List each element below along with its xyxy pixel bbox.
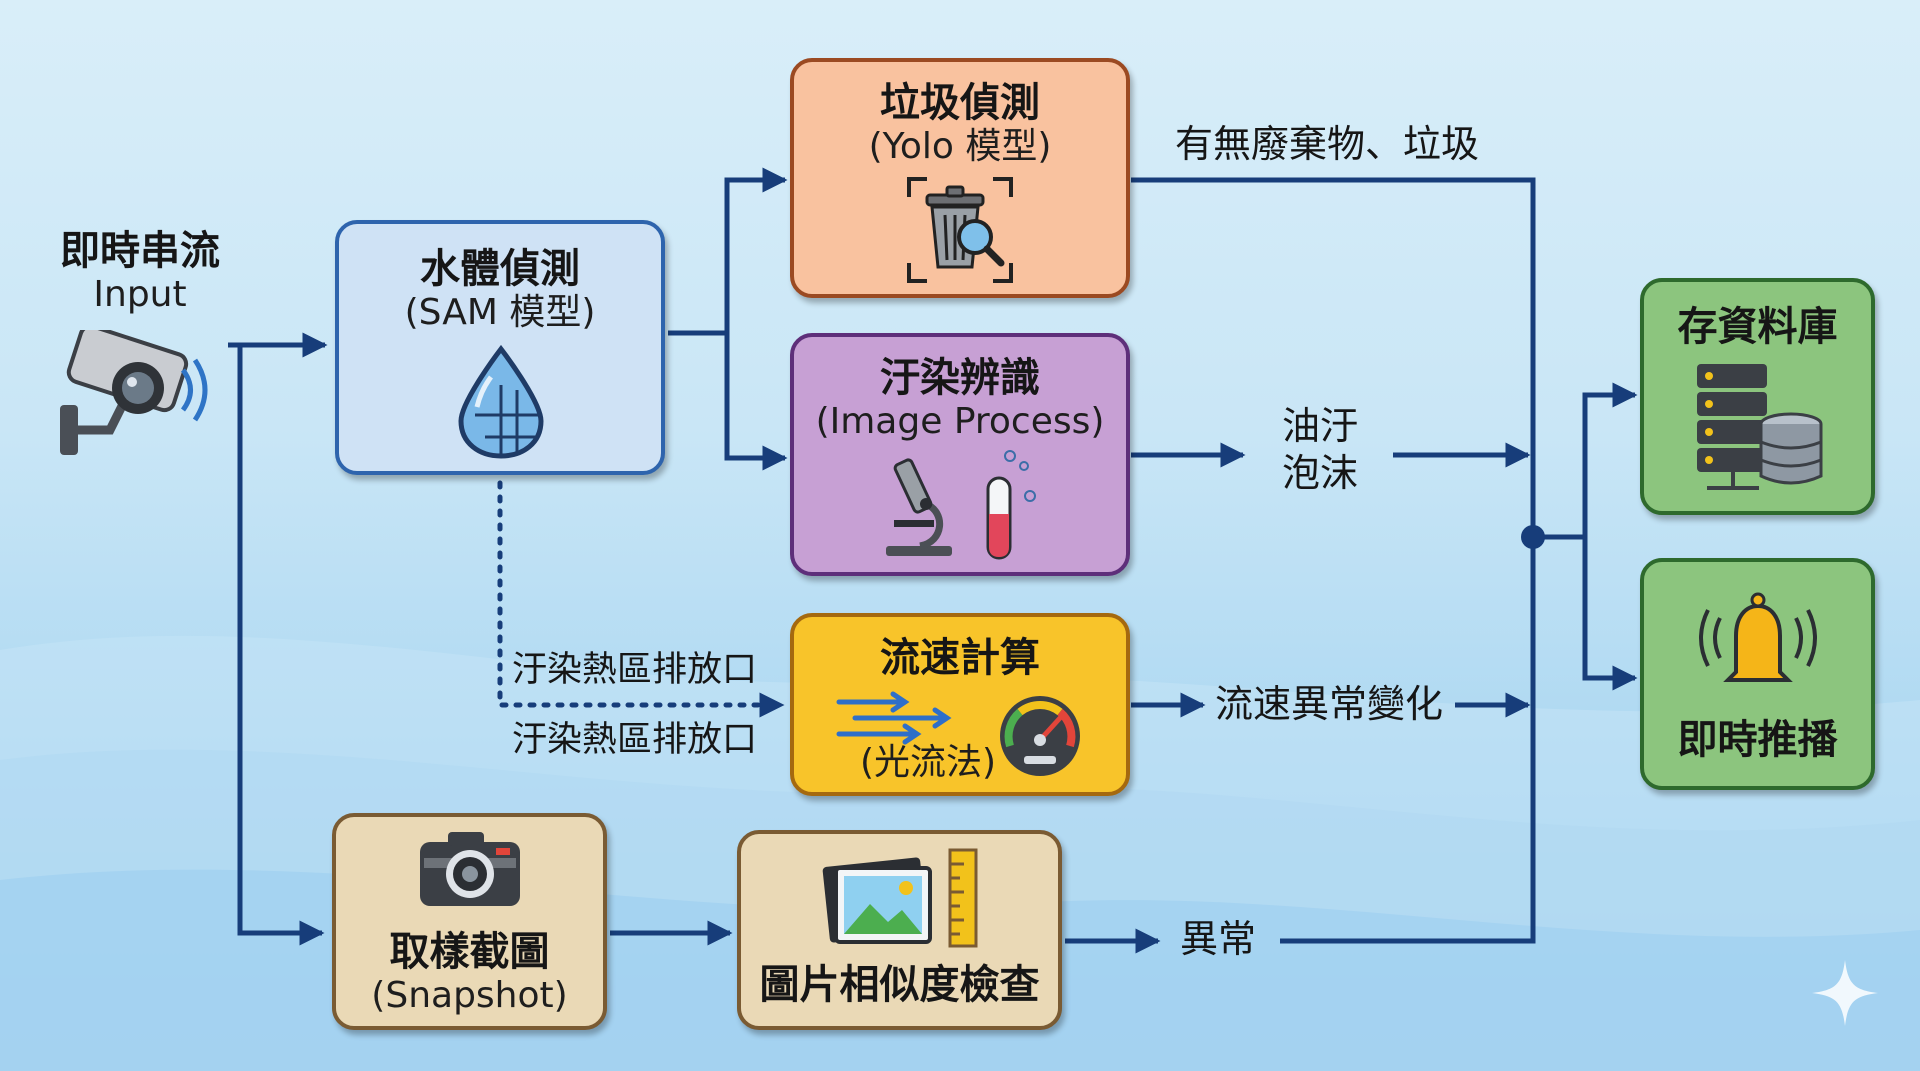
- microscope-icon: [886, 458, 952, 556]
- push-title: 即時推播: [1677, 717, 1838, 763]
- edge-bus-database: [1582, 382, 1638, 537]
- pollution-sub: (Image Process): [815, 401, 1105, 442]
- flow-title: 流速計算: [880, 635, 1040, 681]
- foam-label: 泡沫: [1282, 451, 1359, 495]
- database-server-icon: [1697, 364, 1823, 490]
- edge-garbage-out: [1131, 177, 1536, 537]
- snapshot-title: 取樣截圖: [389, 929, 550, 975]
- flow-arrows-icon: [836, 691, 952, 745]
- garbage-output-label: 有無廢棄物、垃圾: [1175, 122, 1480, 166]
- pollution-identification-node: 汙染辨識 (Image Process): [790, 333, 1130, 576]
- water-sub: (SAM 模型): [404, 292, 596, 333]
- input-title: 即時串流: [60, 228, 220, 274]
- edge-water-pollution: [724, 333, 788, 471]
- edge-input-snapshot: [237, 345, 325, 946]
- hotspot-label-top: 汙染熱區排放口: [512, 650, 758, 690]
- hotspot-label-bottom: 汙染熱區排放口: [512, 720, 758, 760]
- water-drop-icon: [458, 345, 544, 459]
- garbage-sub: (Yolo 模型): [868, 126, 1052, 167]
- flow-sub: (光流法): [859, 742, 997, 783]
- pollution-title: 汙染辨識: [880, 355, 1040, 401]
- snapshot-sub: (Snapshot): [371, 975, 568, 1016]
- abnormal-label: 異常: [1180, 917, 1257, 961]
- edge-abnormal-bus: [1280, 537, 1536, 944]
- trash-can-search-icon: [907, 177, 1013, 283]
- edge-water-flow-dotted: [497, 480, 785, 718]
- edge-water-garbage: [724, 167, 788, 333]
- junction-dot: [1521, 525, 1545, 549]
- similarity-title: 圖片相似度檢查: [759, 962, 1040, 1008]
- test-tube-icon: [986, 450, 1036, 560]
- photo-camera-icon: [420, 832, 520, 906]
- input-label: 即時串流 Input: [40, 228, 240, 315]
- garbage-detection-node: 垃圾偵測 (Yolo 模型): [790, 58, 1130, 298]
- oil-label: 油汙: [1282, 404, 1359, 448]
- sparkle-icon: [1812, 960, 1878, 1026]
- garbage-title: 垃圾偵測: [880, 80, 1040, 126]
- database-title: 存資料庫: [1677, 304, 1838, 350]
- edge-bus-push: [1582, 537, 1638, 691]
- input-sub: Input: [93, 274, 187, 315]
- notification-bell-icon: [1699, 592, 1817, 682]
- picture-ruler-icon: [822, 848, 978, 948]
- water-title: 水體偵測: [420, 246, 580, 292]
- speed-gauge-icon: [1000, 696, 1080, 776]
- cctv-camera-icon: [60, 330, 208, 455]
- flow-output-label: 流速異常變化: [1215, 682, 1444, 726]
